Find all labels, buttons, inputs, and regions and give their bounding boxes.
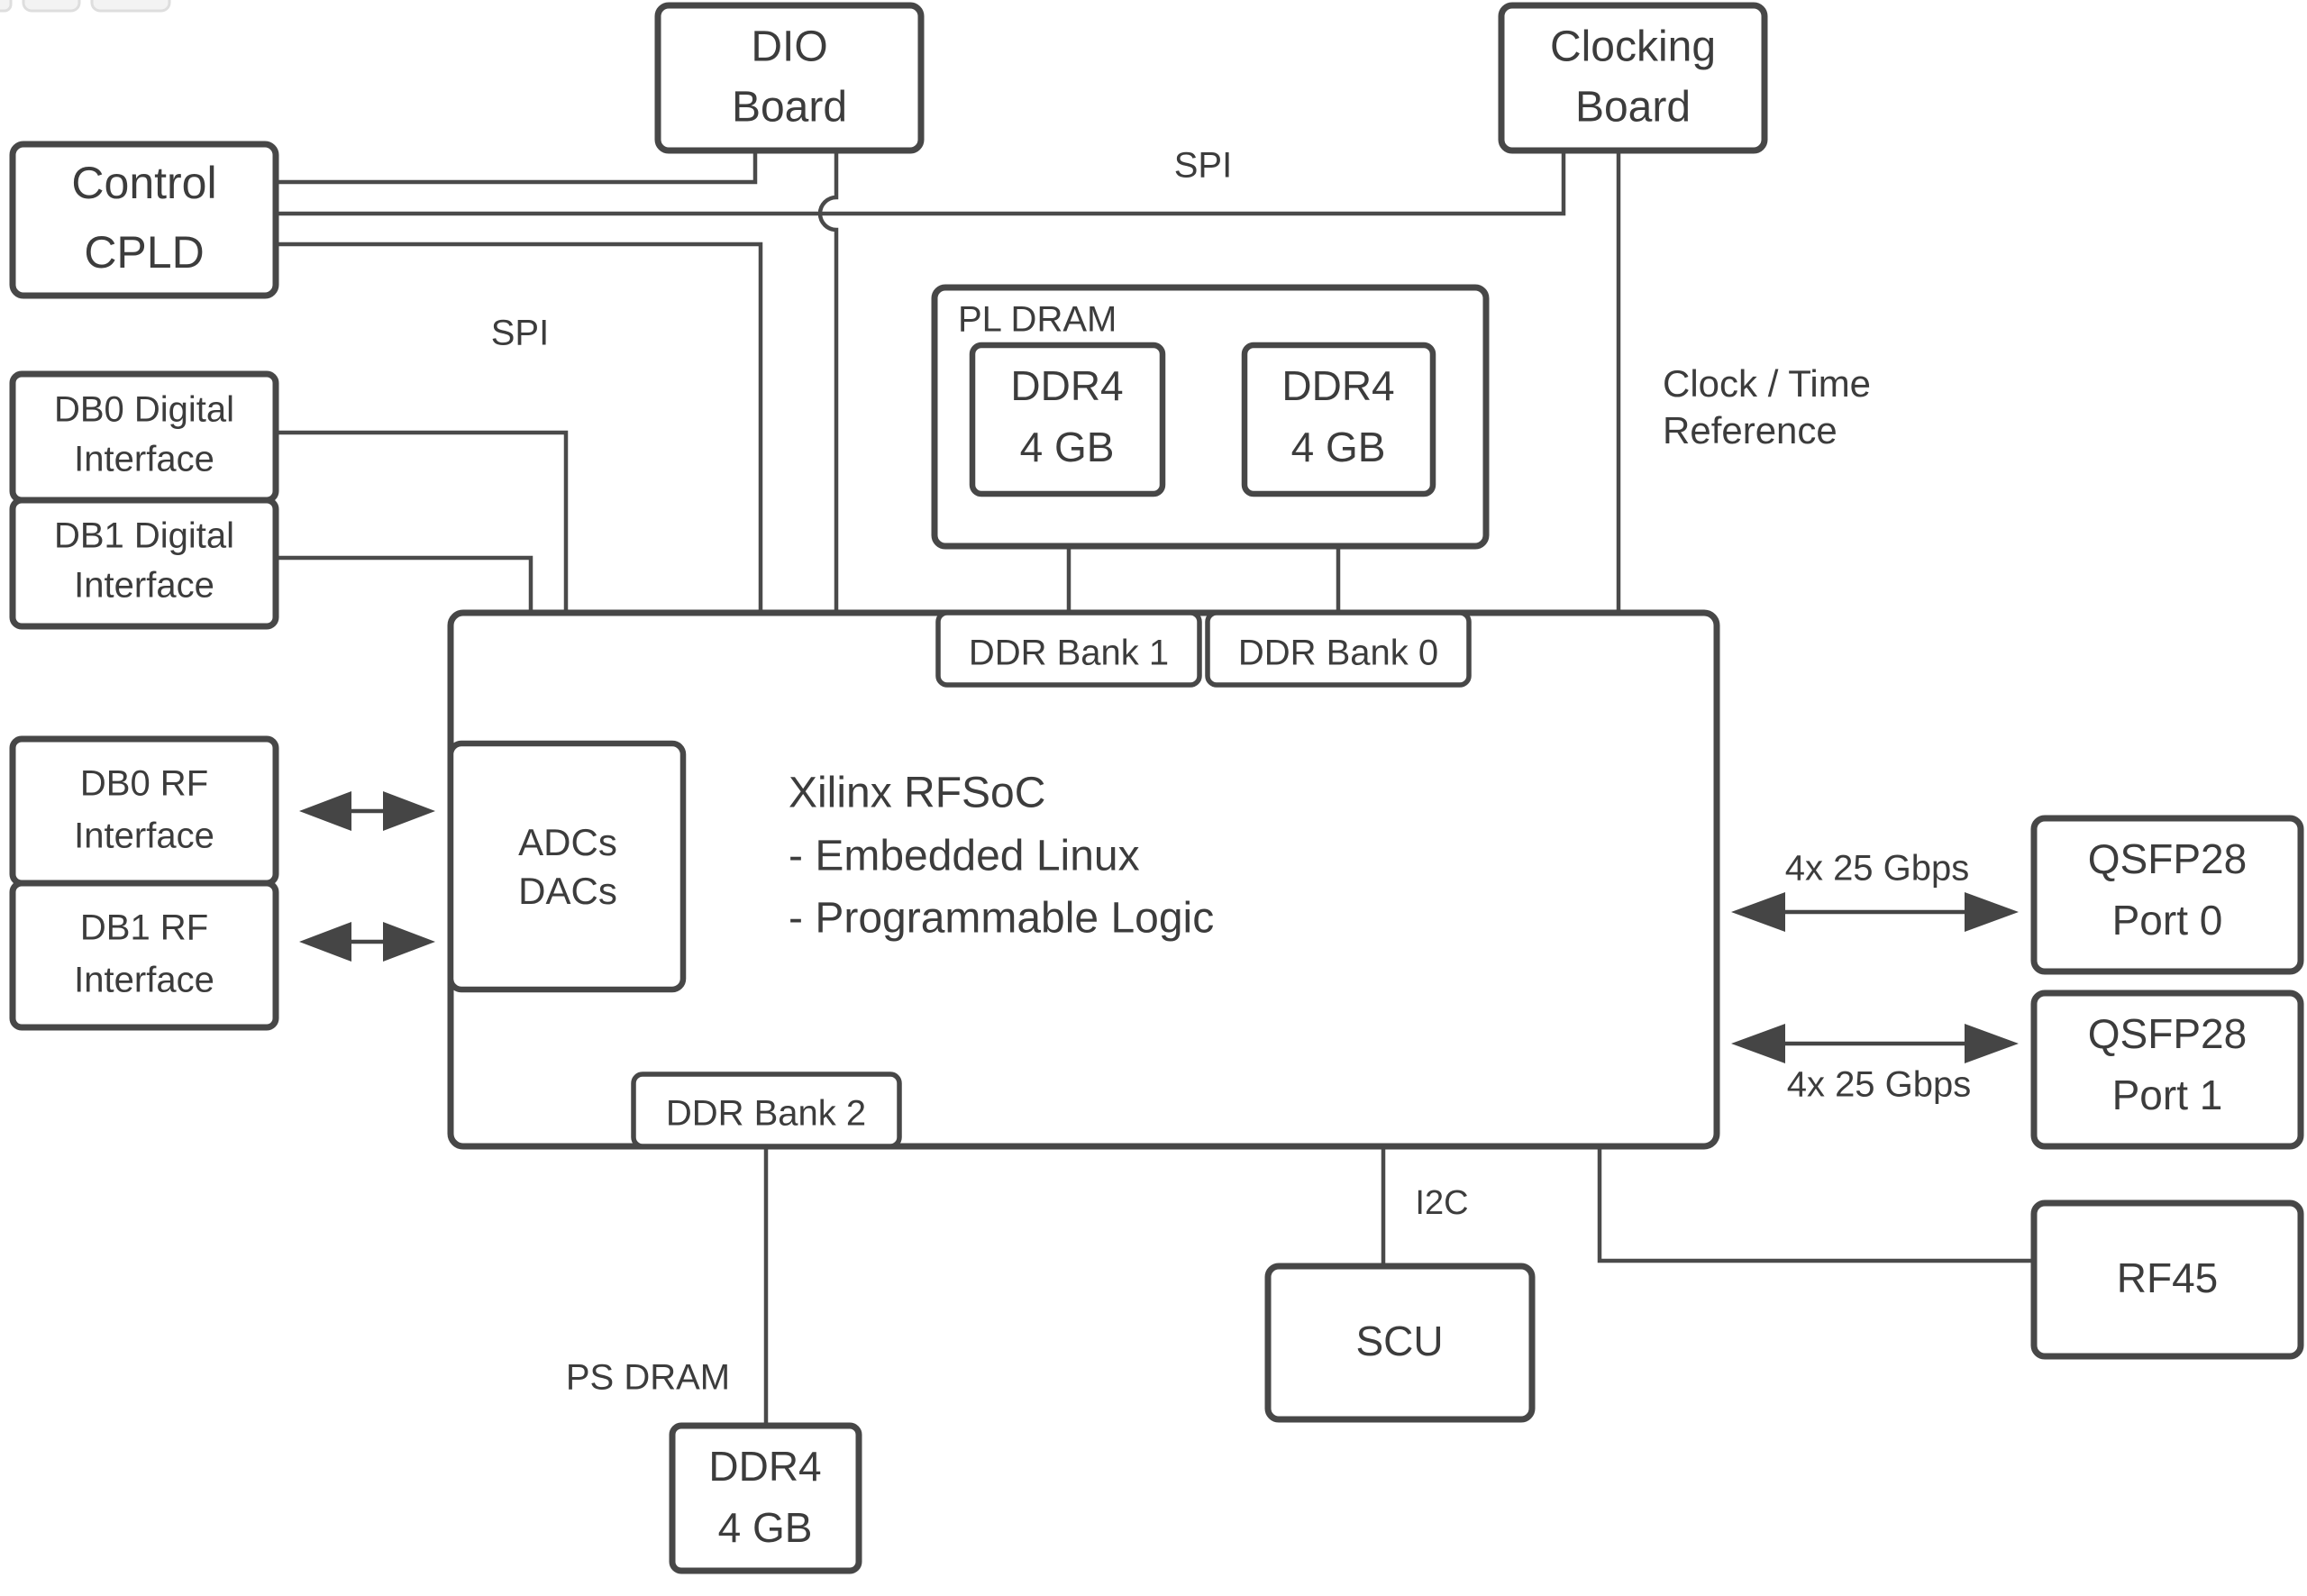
node-db1-rf: DB1 RF Interface bbox=[9, 880, 279, 1031]
qsfp0-line2: Port 0 bbox=[2112, 897, 2223, 944]
logo-fragment-icon bbox=[90, 0, 171, 13]
wire-cpld-clocking-spi bbox=[276, 150, 1566, 216]
wire-db1-digital-rfsoc bbox=[276, 555, 533, 613]
arrow-rfsoc-qsfp1 bbox=[1731, 1024, 2019, 1063]
db0-digital-line2: Interface bbox=[74, 440, 214, 479]
wire-cpld-dio bbox=[276, 150, 758, 185]
edge-labels: SPI SPI Clock / Time Reference 4x 25 Gbp… bbox=[491, 146, 1972, 1398]
qsfp1-line1: QSFP28 bbox=[2088, 1010, 2247, 1057]
db0-rf-line1: DB0 RF bbox=[80, 764, 208, 804]
db1-digital-line1: DB1 Digital bbox=[54, 516, 234, 556]
db1-rf-line2: Interface bbox=[74, 961, 214, 1000]
node-ddr-bank1: DDR Bank 1 bbox=[935, 610, 1202, 688]
db0-digital-line1: DB0 Digital bbox=[54, 390, 234, 430]
node-qsfp-port1: QSFP28 Port 1 bbox=[2030, 990, 2304, 1150]
dio-board-line2: Board bbox=[732, 84, 847, 132]
logo-fragment-icon bbox=[0, 0, 13, 13]
db1-rf-line1: DB1 RF bbox=[80, 908, 208, 948]
qsfp1-rate-label: 4x 25 Gbps bbox=[1787, 1065, 1972, 1105]
arrow-right-icon bbox=[383, 922, 435, 962]
node-db1-digital: DB1 Digital Interface bbox=[9, 497, 279, 630]
ps-dram-label: PS DRAM bbox=[566, 1358, 730, 1398]
arrow-rfsoc-qsfp0 bbox=[1731, 892, 2019, 932]
wire-cpld-rfsoc-spi bbox=[276, 242, 763, 613]
wire-db0-digital-rfsoc bbox=[276, 430, 569, 613]
i2c-label: I2C bbox=[1415, 1184, 1468, 1222]
connectors bbox=[276, 150, 2034, 1426]
ddr-bank1-label: DDR Bank 1 bbox=[969, 634, 1169, 673]
ddr4-pl0-line2: 4 GB bbox=[1291, 424, 1386, 470]
node-db0-rf: DB0 RF Interface bbox=[9, 735, 279, 887]
node-scu: SCU bbox=[1264, 1263, 1536, 1423]
ddr4-ps-line2: 4 GB bbox=[718, 1504, 813, 1551]
arrow-left-icon bbox=[1731, 892, 1785, 932]
node-ddr4-pl-0: DDR4 4 GB bbox=[1241, 342, 1436, 497]
ddr4-pl1-line2: 4 GB bbox=[1020, 424, 1115, 470]
rfsoc-feature-2: - Programmable Logic bbox=[789, 895, 1214, 943]
spi-top-label: SPI bbox=[1174, 146, 1232, 186]
qsfp1-line2: Port 1 bbox=[2112, 1072, 2223, 1118]
node-db0-digital: DB0 Digital Interface bbox=[9, 370, 279, 504]
ddr-bank2-label: DDR Bank 2 bbox=[666, 1094, 866, 1134]
scu-label: SCU bbox=[1355, 1318, 1443, 1364]
pl-dram-label: PL DRAM bbox=[958, 300, 1117, 340]
node-clocking-board: Clocking Board bbox=[1498, 2, 1768, 154]
arrow-right-icon bbox=[1965, 1024, 2019, 1063]
arrow-left-icon bbox=[1731, 1024, 1785, 1063]
node-rf45: RF45 bbox=[2030, 1199, 2304, 1360]
arrow-db0rf-adcs bbox=[299, 791, 435, 831]
clocking-board-line1: Clocking bbox=[1550, 23, 1716, 71]
node-ddr-bank2: DDR Bank 2 bbox=[631, 1072, 902, 1149]
ddr-bank0-label: DDR Bank 0 bbox=[1238, 634, 1438, 673]
arrow-right-icon bbox=[383, 791, 435, 831]
rfsoc-title: Xilinx RFSoC bbox=[789, 770, 1045, 817]
wire-dio-rfsoc-hop bbox=[817, 150, 839, 613]
node-qsfp-port0: QSFP28 Port 0 bbox=[2030, 815, 2304, 975]
dio-board-line1: DIO bbox=[751, 23, 827, 71]
spi-left-label: SPI bbox=[491, 314, 549, 353]
db0-rf-line2: Interface bbox=[74, 816, 214, 856]
wire-rfsoc-rf45 bbox=[1597, 1146, 2034, 1263]
db1-digital-line2: Interface bbox=[74, 566, 214, 606]
arrow-db1rf-dacs bbox=[299, 922, 435, 962]
qsfp0-rate-label: 4x 25 Gbps bbox=[1785, 849, 1970, 889]
ddr4-ps-line1: DDR4 bbox=[708, 1443, 821, 1490]
logo-fragment-icon bbox=[22, 0, 81, 13]
dacs-label: DACs bbox=[518, 870, 617, 912]
node-dio-board: DIO Board bbox=[654, 2, 925, 154]
rfsoc-feature-1: - Embedded Linux bbox=[789, 833, 1140, 880]
arrow-left-icon bbox=[299, 791, 351, 831]
node-adcs-dacs: ADCs DACs bbox=[447, 740, 687, 993]
ddr4-pl1-line1: DDR4 bbox=[1010, 362, 1123, 409]
bidirectional-arrows bbox=[299, 791, 2019, 1063]
arrow-right-icon bbox=[1965, 892, 2019, 932]
rf45-label: RF45 bbox=[2117, 1254, 2218, 1301]
control-cpld-line2: CPLD bbox=[84, 227, 204, 278]
node-pl-dram: PL DRAM DDR4 4 GB DDR4 4 GB bbox=[931, 284, 1490, 550]
qsfp0-line1: QSFP28 bbox=[2088, 835, 2247, 882]
node-control-cpld: Control CPLD bbox=[9, 141, 279, 299]
clock-time-label-line2: Reference bbox=[1663, 409, 1837, 451]
clocking-board-line2: Board bbox=[1575, 84, 1691, 132]
node-ddr4-ps: DDR4 4 GB bbox=[669, 1422, 862, 1574]
adcs-label: ADCs bbox=[518, 821, 617, 863]
arrow-left-icon bbox=[299, 922, 351, 962]
node-rfsoc: Xilinx RFSoC - Embedded Linux - Programm… bbox=[447, 609, 1720, 1150]
cropped-logo-fragment bbox=[0, 0, 171, 13]
node-ddr-bank0: DDR Bank 0 bbox=[1205, 610, 1472, 688]
node-ddr4-pl-1: DDR4 4 GB bbox=[969, 342, 1166, 497]
clock-time-label-line1: Clock / Time bbox=[1663, 362, 1871, 405]
ddr4-pl0-line1: DDR4 bbox=[1281, 362, 1394, 409]
control-cpld-line1: Control bbox=[71, 158, 216, 208]
